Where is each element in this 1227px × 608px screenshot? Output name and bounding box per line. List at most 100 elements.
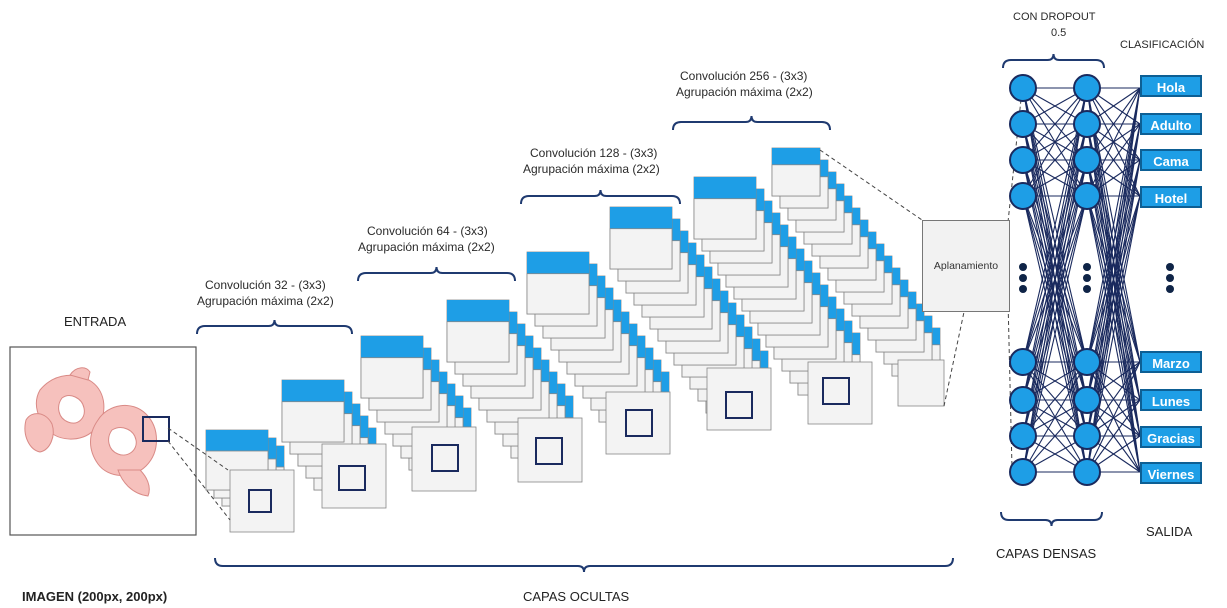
feature-map-top xyxy=(361,336,423,358)
entrada-label: ENTRADA xyxy=(64,314,127,329)
feature-map-body xyxy=(609,228,673,270)
neuron xyxy=(1009,74,1037,102)
class-cama: Cama xyxy=(1140,149,1202,171)
kernel-square xyxy=(625,409,653,437)
neuron xyxy=(1073,422,1101,450)
right-hand-icon xyxy=(90,405,157,476)
pool2-label: Agrupación máxima (2x2) xyxy=(358,240,495,254)
edge xyxy=(1086,399,1141,473)
edge xyxy=(1022,361,1088,473)
neuron xyxy=(1073,146,1101,174)
edge xyxy=(1022,195,1088,473)
pool1-label: Agrupación máxima (2x2) xyxy=(197,294,334,308)
class-marzo: Marzo xyxy=(1140,351,1202,373)
connector-line xyxy=(167,440,231,521)
bracket-conv2 xyxy=(357,266,516,282)
edge xyxy=(1022,87,1088,437)
dense-edges xyxy=(1022,87,1141,473)
stack-4a-front xyxy=(807,361,873,425)
neuron xyxy=(1073,348,1101,376)
image-size-label: IMAGEN (200px, 200px) xyxy=(22,589,168,604)
feature-map-top xyxy=(610,207,672,229)
ellipsis-dot xyxy=(1083,285,1091,293)
feature-map-body xyxy=(526,273,590,315)
conv4-label: Convolución 256 - (3x3) xyxy=(680,69,808,83)
salida-label: SALIDA xyxy=(1146,524,1193,539)
dense-network xyxy=(1009,74,1174,486)
dropout-label: CON DROPOUT xyxy=(1013,11,1096,23)
feature-map-stacks xyxy=(167,89,1023,533)
edge xyxy=(1086,87,1141,401)
ellipsis-dot xyxy=(1166,285,1174,293)
kernel-square xyxy=(535,437,563,465)
feature-map xyxy=(517,417,583,483)
feature-map-body xyxy=(446,321,510,363)
bracket-dense-layers xyxy=(1000,511,1103,527)
edge xyxy=(1022,123,1088,473)
bracket-conv1 xyxy=(196,319,353,335)
connector-line xyxy=(943,311,965,407)
edge xyxy=(1086,361,1141,473)
feature-map xyxy=(706,367,772,431)
neuron xyxy=(1009,422,1037,450)
edge xyxy=(1022,159,1088,473)
feature-map-top xyxy=(447,300,509,322)
conv2-label: Convolución 64 - (3x3) xyxy=(367,224,488,238)
kernel-square xyxy=(248,489,272,513)
bracket-hidden-layers xyxy=(214,557,954,573)
neuron xyxy=(1009,348,1037,376)
neuron xyxy=(1073,110,1101,138)
stack-3a xyxy=(526,251,670,435)
connector-line xyxy=(167,427,229,471)
neuron xyxy=(1073,386,1101,414)
neuron xyxy=(1073,458,1101,486)
neuron xyxy=(1009,458,1037,486)
edge xyxy=(1086,159,1141,473)
kernel-square xyxy=(822,377,850,405)
flatten-box: Aplanamiento xyxy=(922,220,1010,312)
feature-map-top xyxy=(527,252,589,274)
feature-map-top xyxy=(282,380,344,402)
neuron xyxy=(1009,146,1037,174)
conv1-label: Convolución 32 - (3x3) xyxy=(205,278,326,292)
conv3-label: Convolución 128 - (3x3) xyxy=(530,146,658,160)
class-gracias: Gracias xyxy=(1140,426,1202,448)
stack-3a-front xyxy=(605,391,671,455)
feature-map xyxy=(605,391,671,455)
feature-map-top xyxy=(694,177,756,199)
edge xyxy=(1022,87,1088,363)
class-viernes: Viernes xyxy=(1140,462,1202,484)
hand-sign-illustration xyxy=(24,367,170,497)
stack-1-front xyxy=(229,469,295,533)
class-adulto: Adulto xyxy=(1140,113,1202,135)
neuron xyxy=(1009,386,1037,414)
stack-3b-front xyxy=(706,367,772,431)
ellipsis-dot xyxy=(1019,285,1027,293)
edge xyxy=(1086,87,1141,363)
neuron xyxy=(1073,182,1101,210)
ellipsis-dot xyxy=(1083,274,1091,282)
feature-map-body xyxy=(281,401,345,443)
stack-4b-front xyxy=(897,359,945,407)
kernel-square xyxy=(725,391,753,419)
bracket-dropout xyxy=(1002,53,1105,69)
stack-4a xyxy=(693,176,861,396)
edge xyxy=(1086,87,1141,437)
stack-2b-front xyxy=(517,417,583,483)
neuron xyxy=(1009,110,1037,138)
flatten-label: Aplanamiento xyxy=(933,260,999,272)
feature-map-top xyxy=(772,148,820,165)
bracket-conv4 xyxy=(672,115,831,131)
feature-map xyxy=(229,469,295,533)
pool4-label: Agrupación máxima (2x2) xyxy=(676,85,813,99)
ellipsis-dot xyxy=(1083,263,1091,271)
class-lunes: Lunes xyxy=(1140,389,1202,411)
stack-2a-front xyxy=(411,426,477,492)
edge xyxy=(1086,87,1141,197)
edge xyxy=(1022,87,1088,197)
edge xyxy=(1022,87,1088,161)
pool3-label: Agrupación máxima (2x2) xyxy=(523,162,660,176)
left-palm-icon xyxy=(24,413,54,453)
capas-ocultas-label: CAPAS OCULTAS xyxy=(523,589,630,604)
ellipsis-dot xyxy=(1019,274,1027,282)
